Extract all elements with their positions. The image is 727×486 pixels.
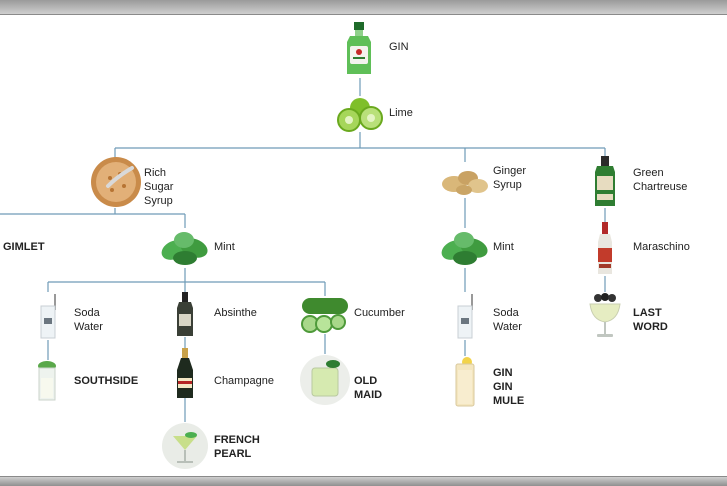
rich-sugar-syrup-label: Rich Sugar Syrup (144, 167, 174, 207)
lime-icon (337, 98, 383, 132)
green-chartreuse-bottle-icon (595, 156, 615, 206)
lime-label: Lime (389, 107, 413, 119)
cocktail-glass-icon (589, 293, 621, 337)
bottom-frame-bar (0, 476, 727, 486)
soda-water-glass-icon (457, 294, 473, 339)
old-maid-label: OLD MAID (354, 375, 383, 401)
cucumber-label: Cucumber (354, 307, 405, 319)
last-word-label: LAST WORD (633, 307, 668, 333)
soda-water-right-label: Soda Water (493, 307, 522, 333)
ginger-syrup-label: Ginger Syrup (493, 165, 527, 191)
ginger-root-icon (442, 171, 488, 195)
absinthe-label: Absinthe (214, 307, 257, 319)
gin-label: GIN (389, 41, 409, 53)
maraschino-bottle-icon (598, 222, 612, 274)
soda-water-glass-icon (40, 294, 56, 339)
champagne-bottle-icon (177, 348, 193, 398)
cocktail-glass-icon (162, 423, 208, 469)
maraschino-label: Maraschino (633, 241, 690, 253)
mint-leaves-icon (441, 232, 488, 265)
french-pearl-label: FRENCH PEARL (214, 434, 260, 460)
top-frame-bar (0, 0, 727, 15)
soda-water-left-label: Soda Water (74, 307, 103, 333)
cocktail-glass-icon (455, 357, 475, 407)
cocktail-glass-icon (38, 361, 56, 401)
mint-right-label: Mint (493, 241, 514, 253)
sugar-bowl-icon (91, 157, 141, 207)
cocktail-glass-icon (300, 355, 350, 405)
gin-gin-mule-label: GIN GIN MULE (493, 367, 525, 407)
southside-label: SOUTHSIDE (74, 375, 139, 387)
champagne-label: Champagne (214, 375, 274, 387)
mint-leaves-icon (161, 232, 208, 265)
cucumber-icon (301, 298, 348, 333)
absinthe-bottle-icon (177, 292, 193, 336)
mint-left-label: Mint (214, 241, 235, 253)
gimlet-label: GIMLET (3, 241, 45, 253)
green-chartreuse-label: Green Chartreuse (633, 167, 688, 193)
gin-bottle-icon (347, 22, 371, 74)
